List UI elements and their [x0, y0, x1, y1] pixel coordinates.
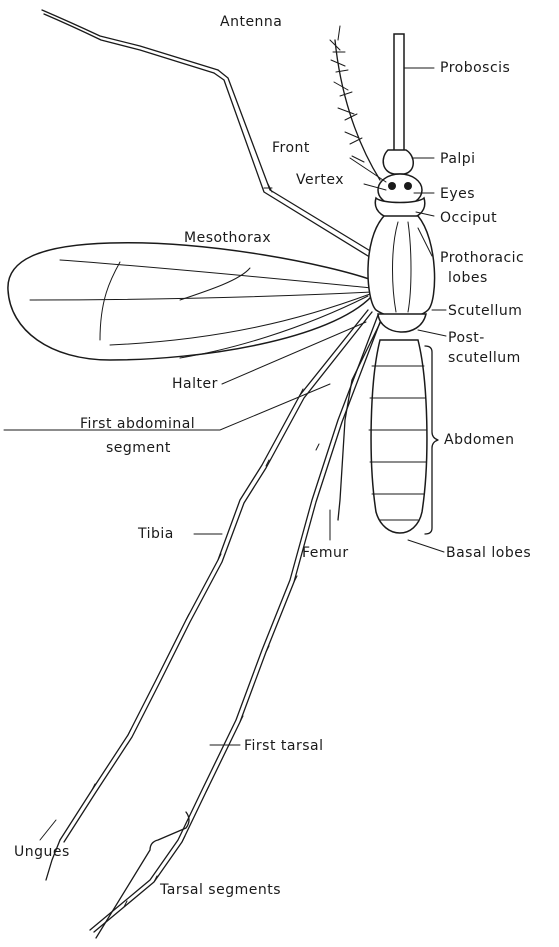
- label-abdomen: Abdomen: [444, 432, 515, 448]
- label-femur: Femur: [302, 545, 349, 561]
- label-palpi: Palpi: [440, 151, 476, 167]
- front-leg: [42, 10, 372, 256]
- abdomen: [369, 340, 427, 533]
- label-postscutellum-1: Post-: [448, 330, 485, 346]
- label-ungues: Ungues: [14, 844, 70, 860]
- label-first-tarsal: First tarsal: [244, 738, 324, 754]
- label-mesothorax: Mesothorax: [184, 230, 271, 246]
- label-antenna: Antenna: [220, 14, 282, 30]
- antenna: [330, 40, 380, 180]
- label-prothoracic-2: lobes: [448, 270, 488, 286]
- label-eyes: Eyes: [440, 186, 475, 202]
- label-tibia: Tibia: [137, 526, 174, 542]
- label-first-abdominal-1: First abdominal: [80, 416, 195, 432]
- left-hind-leg: [46, 310, 372, 880]
- label-occiput: Occiput: [440, 210, 497, 226]
- label-postscutellum-2: scutellum: [448, 350, 521, 366]
- label-proboscis: Proboscis: [440, 60, 510, 76]
- label-first-abdominal-2: segment: [106, 440, 171, 456]
- label-halter: Halter: [172, 376, 218, 392]
- label-tarsal-segments: Tarsal segments: [159, 882, 281, 898]
- label-vertex: Vertex: [296, 172, 344, 188]
- middle-hind-leg: [90, 315, 382, 932]
- head: [375, 150, 424, 220]
- label-prothoracic-1: Prothoracic: [440, 250, 524, 266]
- label-scutellum: Scutellum: [448, 303, 522, 319]
- label-front: Front: [272, 140, 310, 156]
- thorax: [368, 216, 435, 332]
- label-basal-lobes: Basal lobes: [446, 545, 531, 561]
